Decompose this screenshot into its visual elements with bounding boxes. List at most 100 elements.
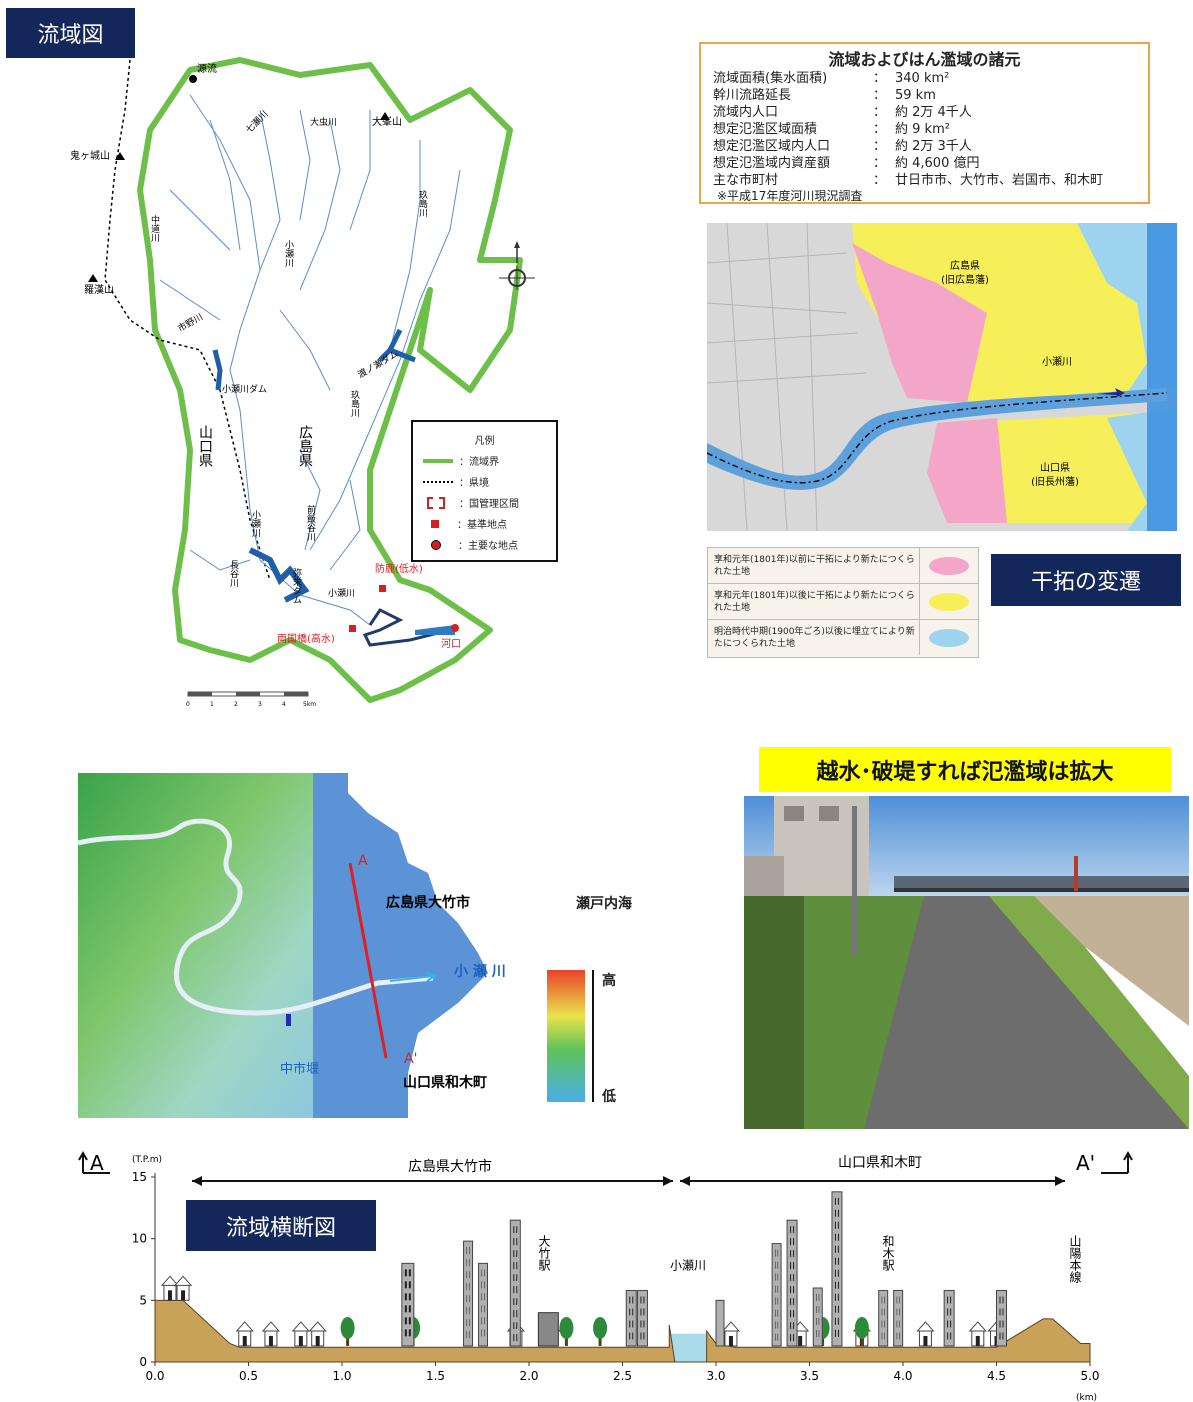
building-window — [884, 1308, 885, 1316]
building-window — [466, 1247, 468, 1255]
svg-text:広島県: 広島県 — [950, 259, 980, 272]
kakou-point — [451, 624, 459, 632]
base-point-ryogoku — [349, 625, 356, 632]
building-window — [837, 1269, 839, 1277]
building-window — [481, 1293, 483, 1301]
svg-text:中道川: 中道川 — [149, 214, 160, 242]
tree — [559, 1316, 574, 1339]
building-window — [777, 1333, 779, 1341]
building-window — [950, 1296, 952, 1304]
building-window — [818, 1306, 820, 1313]
spec-note: ※平成17年度河川現況調査 — [717, 189, 863, 203]
section-line-aa — [348, 862, 388, 1059]
building-window — [484, 1269, 485, 1277]
building-window — [516, 1238, 518, 1246]
building-window — [790, 1226, 792, 1234]
building — [878, 1289, 889, 1347]
svg-text:小 瀬 川: 小 瀬 川 — [454, 963, 506, 980]
svg-text:3: 3 — [258, 701, 262, 708]
building-window — [790, 1274, 792, 1282]
svg-text:広島県: 広島県 — [297, 425, 313, 467]
house-roof — [235, 1321, 254, 1332]
house-door — [975, 1335, 980, 1346]
spec-row: 幹川流路延長：59 km — [713, 88, 936, 103]
house-door — [167, 1290, 172, 1301]
building-window — [999, 1296, 1001, 1304]
building-window — [837, 1257, 839, 1265]
elevation-arrow — [592, 970, 594, 1102]
legend-title: 凡例 — [474, 436, 495, 447]
y-tick-label: 5 — [139, 1293, 147, 1307]
building-window — [834, 1317, 836, 1325]
svg-text:防鹿(低水): 防鹿(低水) — [375, 562, 423, 575]
building-window — [999, 1332, 1001, 1340]
building-window — [818, 1330, 820, 1337]
building-window — [793, 1250, 795, 1258]
river-meander — [78, 818, 434, 1016]
tree-trunk — [598, 1335, 602, 1346]
svg-text:弥栄ダム: 弥栄ダム — [291, 567, 302, 604]
building-window — [837, 1305, 839, 1313]
building-window — [469, 1295, 470, 1303]
base-point-bouka — [379, 585, 386, 592]
building — [996, 1289, 1007, 1347]
x-tick-label: 2.5 — [613, 1369, 632, 1383]
building-window — [834, 1221, 836, 1229]
building-window — [790, 1322, 792, 1330]
svg-text:山口県: 山口県 — [1040, 462, 1070, 474]
sanyo-line-label: 山陽本線 — [1068, 1235, 1082, 1283]
building-window — [793, 1310, 795, 1318]
building-window — [884, 1332, 885, 1340]
building-window — [408, 1329, 411, 1337]
x-tick-label: 4.0 — [893, 1369, 912, 1383]
section-mark-a-prime: A' — [1076, 1151, 1095, 1175]
building-window — [513, 1262, 515, 1270]
building-window — [469, 1307, 470, 1315]
spec-row: 主な市町村：廿日市市、大竹市、岩国市、和木町 — [713, 173, 1104, 188]
zone-pink-hiroshima — [852, 243, 987, 403]
building-window — [816, 1318, 817, 1325]
building-window — [793, 1238, 795, 1246]
building-window — [466, 1259, 468, 1267]
building-window — [777, 1273, 779, 1281]
building-window — [775, 1321, 776, 1329]
building-window — [1002, 1332, 1004, 1340]
svg-text:小瀬川ダム: 小瀬川ダム — [222, 383, 267, 395]
building-window — [777, 1261, 779, 1269]
svg-text:大峯山: 大峯山 — [372, 115, 402, 128]
yasaka-dam — [248, 547, 310, 603]
building-window — [834, 1245, 836, 1253]
building-window — [899, 1332, 900, 1340]
building-window — [999, 1308, 1001, 1316]
building-window — [469, 1271, 470, 1279]
building-window — [516, 1274, 518, 1282]
y-tick-label: 10 — [132, 1232, 147, 1246]
building-window — [629, 1308, 631, 1316]
svg-text:4: 4 — [282, 701, 286, 708]
building-window — [790, 1262, 792, 1270]
building-window — [947, 1332, 949, 1340]
building-window — [640, 1320, 642, 1328]
building-window — [466, 1331, 468, 1339]
river-label: 小瀬川 — [670, 1259, 706, 1273]
building-window — [777, 1285, 779, 1293]
building-window — [408, 1293, 411, 1301]
spec-row: 流域内人口：約 2万 4千人 — [713, 105, 972, 120]
y-tick-label: 15 — [132, 1170, 147, 1184]
svg-text:山口県: 山口県 — [197, 425, 213, 467]
building-window — [632, 1320, 634, 1328]
reclamation-legend: 享和元年(1801年)以前に干拓により新たにつくられた土地 享和元年(1801年… — [707, 547, 979, 658]
building-window — [793, 1286, 795, 1294]
svg-text:5km: 5km — [303, 701, 316, 708]
building-window — [516, 1310, 518, 1318]
building-window — [816, 1306, 817, 1313]
svg-text:小瀬川: 小瀬川 — [328, 587, 355, 599]
house-roof — [261, 1321, 281, 1332]
building-window — [834, 1305, 836, 1313]
building-window — [899, 1296, 900, 1304]
building-window — [1002, 1308, 1004, 1316]
legend-item-base-point: ：基準地点 — [413, 516, 556, 531]
building-window — [899, 1308, 900, 1316]
building-window — [516, 1262, 518, 1270]
building-window — [837, 1293, 839, 1301]
